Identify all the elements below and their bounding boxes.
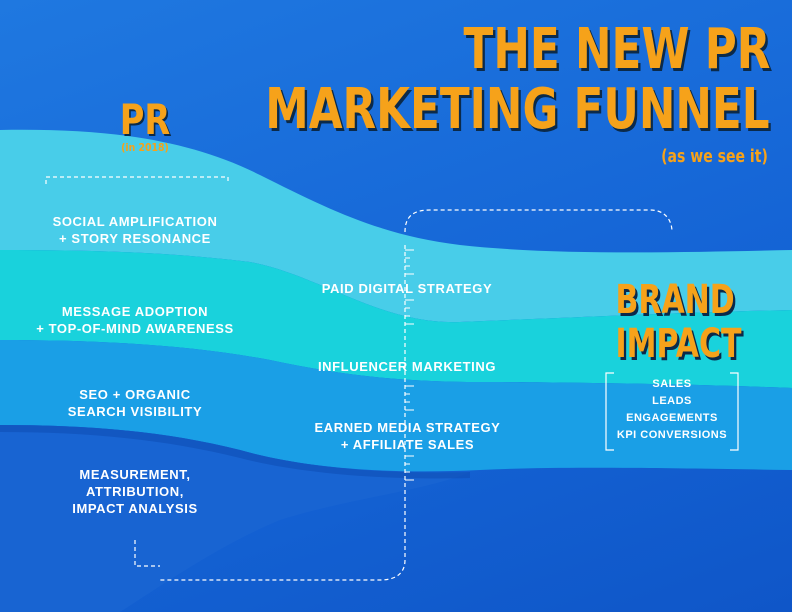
middle-label-earned-media: EARNED MEDIA STRATEGY + AFFILIATE SALES xyxy=(290,419,525,453)
impact-brackets xyxy=(605,372,739,451)
impact-item-engagements: ENGAGEMENTS xyxy=(626,412,718,424)
ruler-ticks xyxy=(405,249,414,481)
impact-item-kpi-conversions: KPI CONVERSIONS xyxy=(616,429,728,441)
pr-label: PR xyxy=(119,95,171,144)
left-label-message-line2: + TOP-OF-MIND AWARENESS xyxy=(36,321,234,336)
title-line-2: MARKETING FUNNEL xyxy=(265,77,770,142)
left-label-social: SOCIAL AMPLIFICATION + STORY RESONANCE xyxy=(30,213,240,247)
middle-label-earned-media-line1: EARNED MEDIA STRATEGY xyxy=(314,420,501,435)
left-label-message-line1: MESSAGE ADOPTION xyxy=(61,304,209,319)
left-bracket xyxy=(45,176,229,567)
left-label-seo-line1: SEO + ORGANIC xyxy=(79,387,191,402)
title-line-1: THE NEW PR xyxy=(463,17,770,82)
left-label-social-line2: + STORY RESONANCE xyxy=(59,231,211,246)
middle-bracket xyxy=(160,209,673,581)
impact-item-leads: LEADS xyxy=(652,395,692,407)
left-label-measurement-line3: IMPACT ANALYSIS xyxy=(72,501,198,516)
band-shadow xyxy=(0,425,470,479)
left-label-measurement-line1: MEASUREMENT, xyxy=(79,467,191,482)
middle-label-earned-media-line2: + AFFILIATE SALES xyxy=(340,437,475,452)
band-social-amplification xyxy=(0,129,792,323)
left-label-seo-line2: SEARCH VISIBILITY xyxy=(67,404,203,419)
title-subtitle: (as we see it) xyxy=(661,146,768,167)
left-label-measurement: MEASUREMENT, ATTRIBUTION, IMPACT ANALYSI… xyxy=(30,466,240,517)
left-label-seo: SEO + ORGANIC SEARCH VISIBILITY xyxy=(30,386,240,420)
impact-item-sales: SALES xyxy=(652,378,692,390)
left-label-social-line1: SOCIAL AMPLIFICATION xyxy=(52,214,218,229)
pr-year: (in 2018) xyxy=(121,141,169,154)
band-seo-organic xyxy=(0,340,792,472)
brand-impact-list: SALES LEADS ENGAGEMENTS KPI CONVERSIONS xyxy=(606,376,738,444)
band-message-adoption xyxy=(0,250,792,388)
middle-label-paid-digital: PAID DIGITAL STRATEGY xyxy=(297,280,517,297)
left-label-message: MESSAGE ADOPTION + TOP-OF-MIND AWARENESS xyxy=(20,303,250,337)
brand-impact-line-1: BRAND xyxy=(615,277,735,323)
middle-label-influencer-line1: INFLUENCER MARKETING xyxy=(317,359,497,374)
brand-impact-line-2: IMPACT xyxy=(615,321,742,367)
left-label-measurement-line2: ATTRIBUTION, xyxy=(86,484,184,499)
middle-label-paid-digital-line1: PAID DIGITAL STRATEGY xyxy=(321,281,493,296)
middle-label-influencer: INFLUENCER MARKETING xyxy=(297,358,517,375)
